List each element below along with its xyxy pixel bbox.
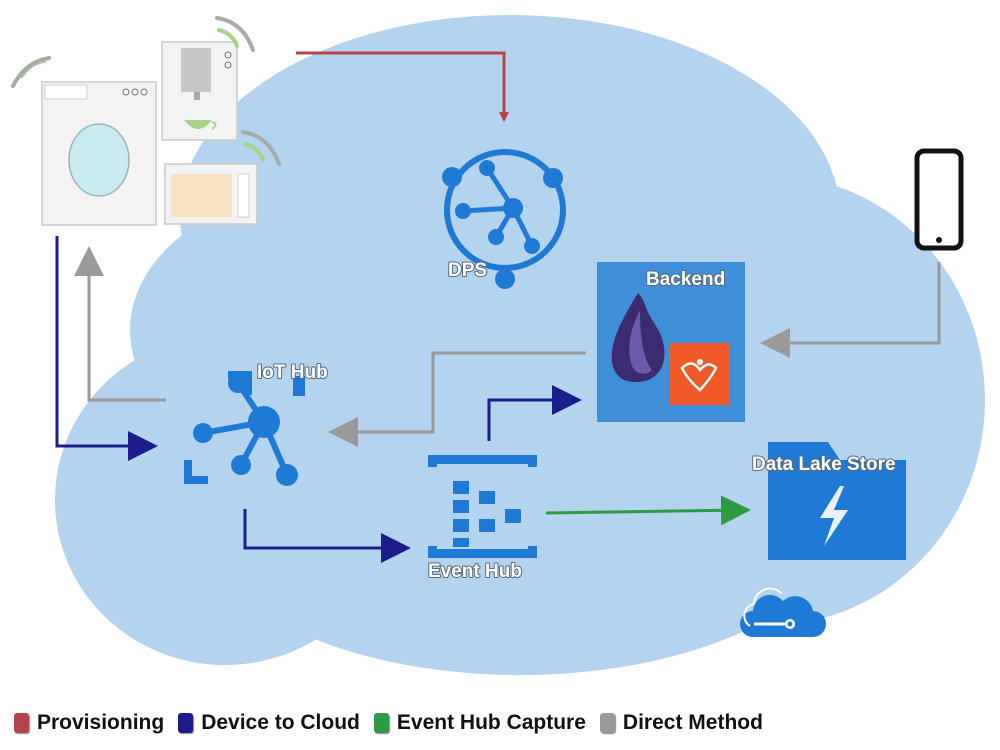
iot-hub-label: IoT Hub: [257, 362, 328, 383]
legend-item-event-hub-capture: Event Hub Capture: [373, 711, 586, 735]
device-to-iot-hub-arrow: [55, 236, 158, 461]
provisioning-arrow: [296, 51, 509, 122]
iot-hub-to-device-arrow: [74, 246, 166, 402]
legend-label: Event Hub Capture: [396, 711, 586, 734]
event-hub-to-backend-arrow: [487, 385, 582, 441]
event-hub-icon: [428, 455, 537, 558]
backend-label: Backend: [646, 269, 725, 290]
wifi-icon: [11, 16, 281, 166]
legend-label: Device to Cloud: [201, 711, 360, 734]
azure-cloud-icon: [740, 587, 826, 637]
legend-label: Direct Method: [622, 711, 763, 734]
legend-item-provisioning: Provisioning: [14, 711, 164, 735]
legend-swatch: [373, 713, 389, 733]
elixir-icon: [611, 293, 665, 383]
legend: Provisioning Device to Cloud Event Hub C…: [14, 708, 777, 738]
backend-to-iot-hub-arrow: [328, 351, 586, 447]
capture-arrow: [545, 495, 751, 526]
legend-swatch: [599, 713, 615, 733]
legend-label: Provisioning: [37, 711, 165, 734]
phoenix-icon: [670, 343, 730, 405]
legend-swatch: [14, 713, 29, 733]
iot-hub-to-event-hub-arrow: [243, 509, 411, 563]
microwave-icon: [164, 163, 258, 225]
legend-swatch: [178, 713, 194, 733]
dps-icon: [442, 149, 566, 289]
coffee-machine-icon: [161, 41, 238, 141]
iot-hub-icon: [184, 371, 305, 486]
smartphone-icon: [914, 148, 964, 251]
data-lake-label: Data Lake Store: [752, 454, 896, 475]
washing-machine-icon: [41, 81, 157, 226]
event-hub-label: Event Hub: [428, 561, 522, 582]
dps-label: DPS: [448, 260, 487, 281]
legend-item-device-to-cloud: Device to Cloud: [178, 711, 360, 735]
legend-item-direct-method: Direct Method: [599, 711, 763, 735]
phone-to-backend-arrow: [760, 262, 941, 358]
data-lake-folder-icon: [768, 442, 906, 560]
